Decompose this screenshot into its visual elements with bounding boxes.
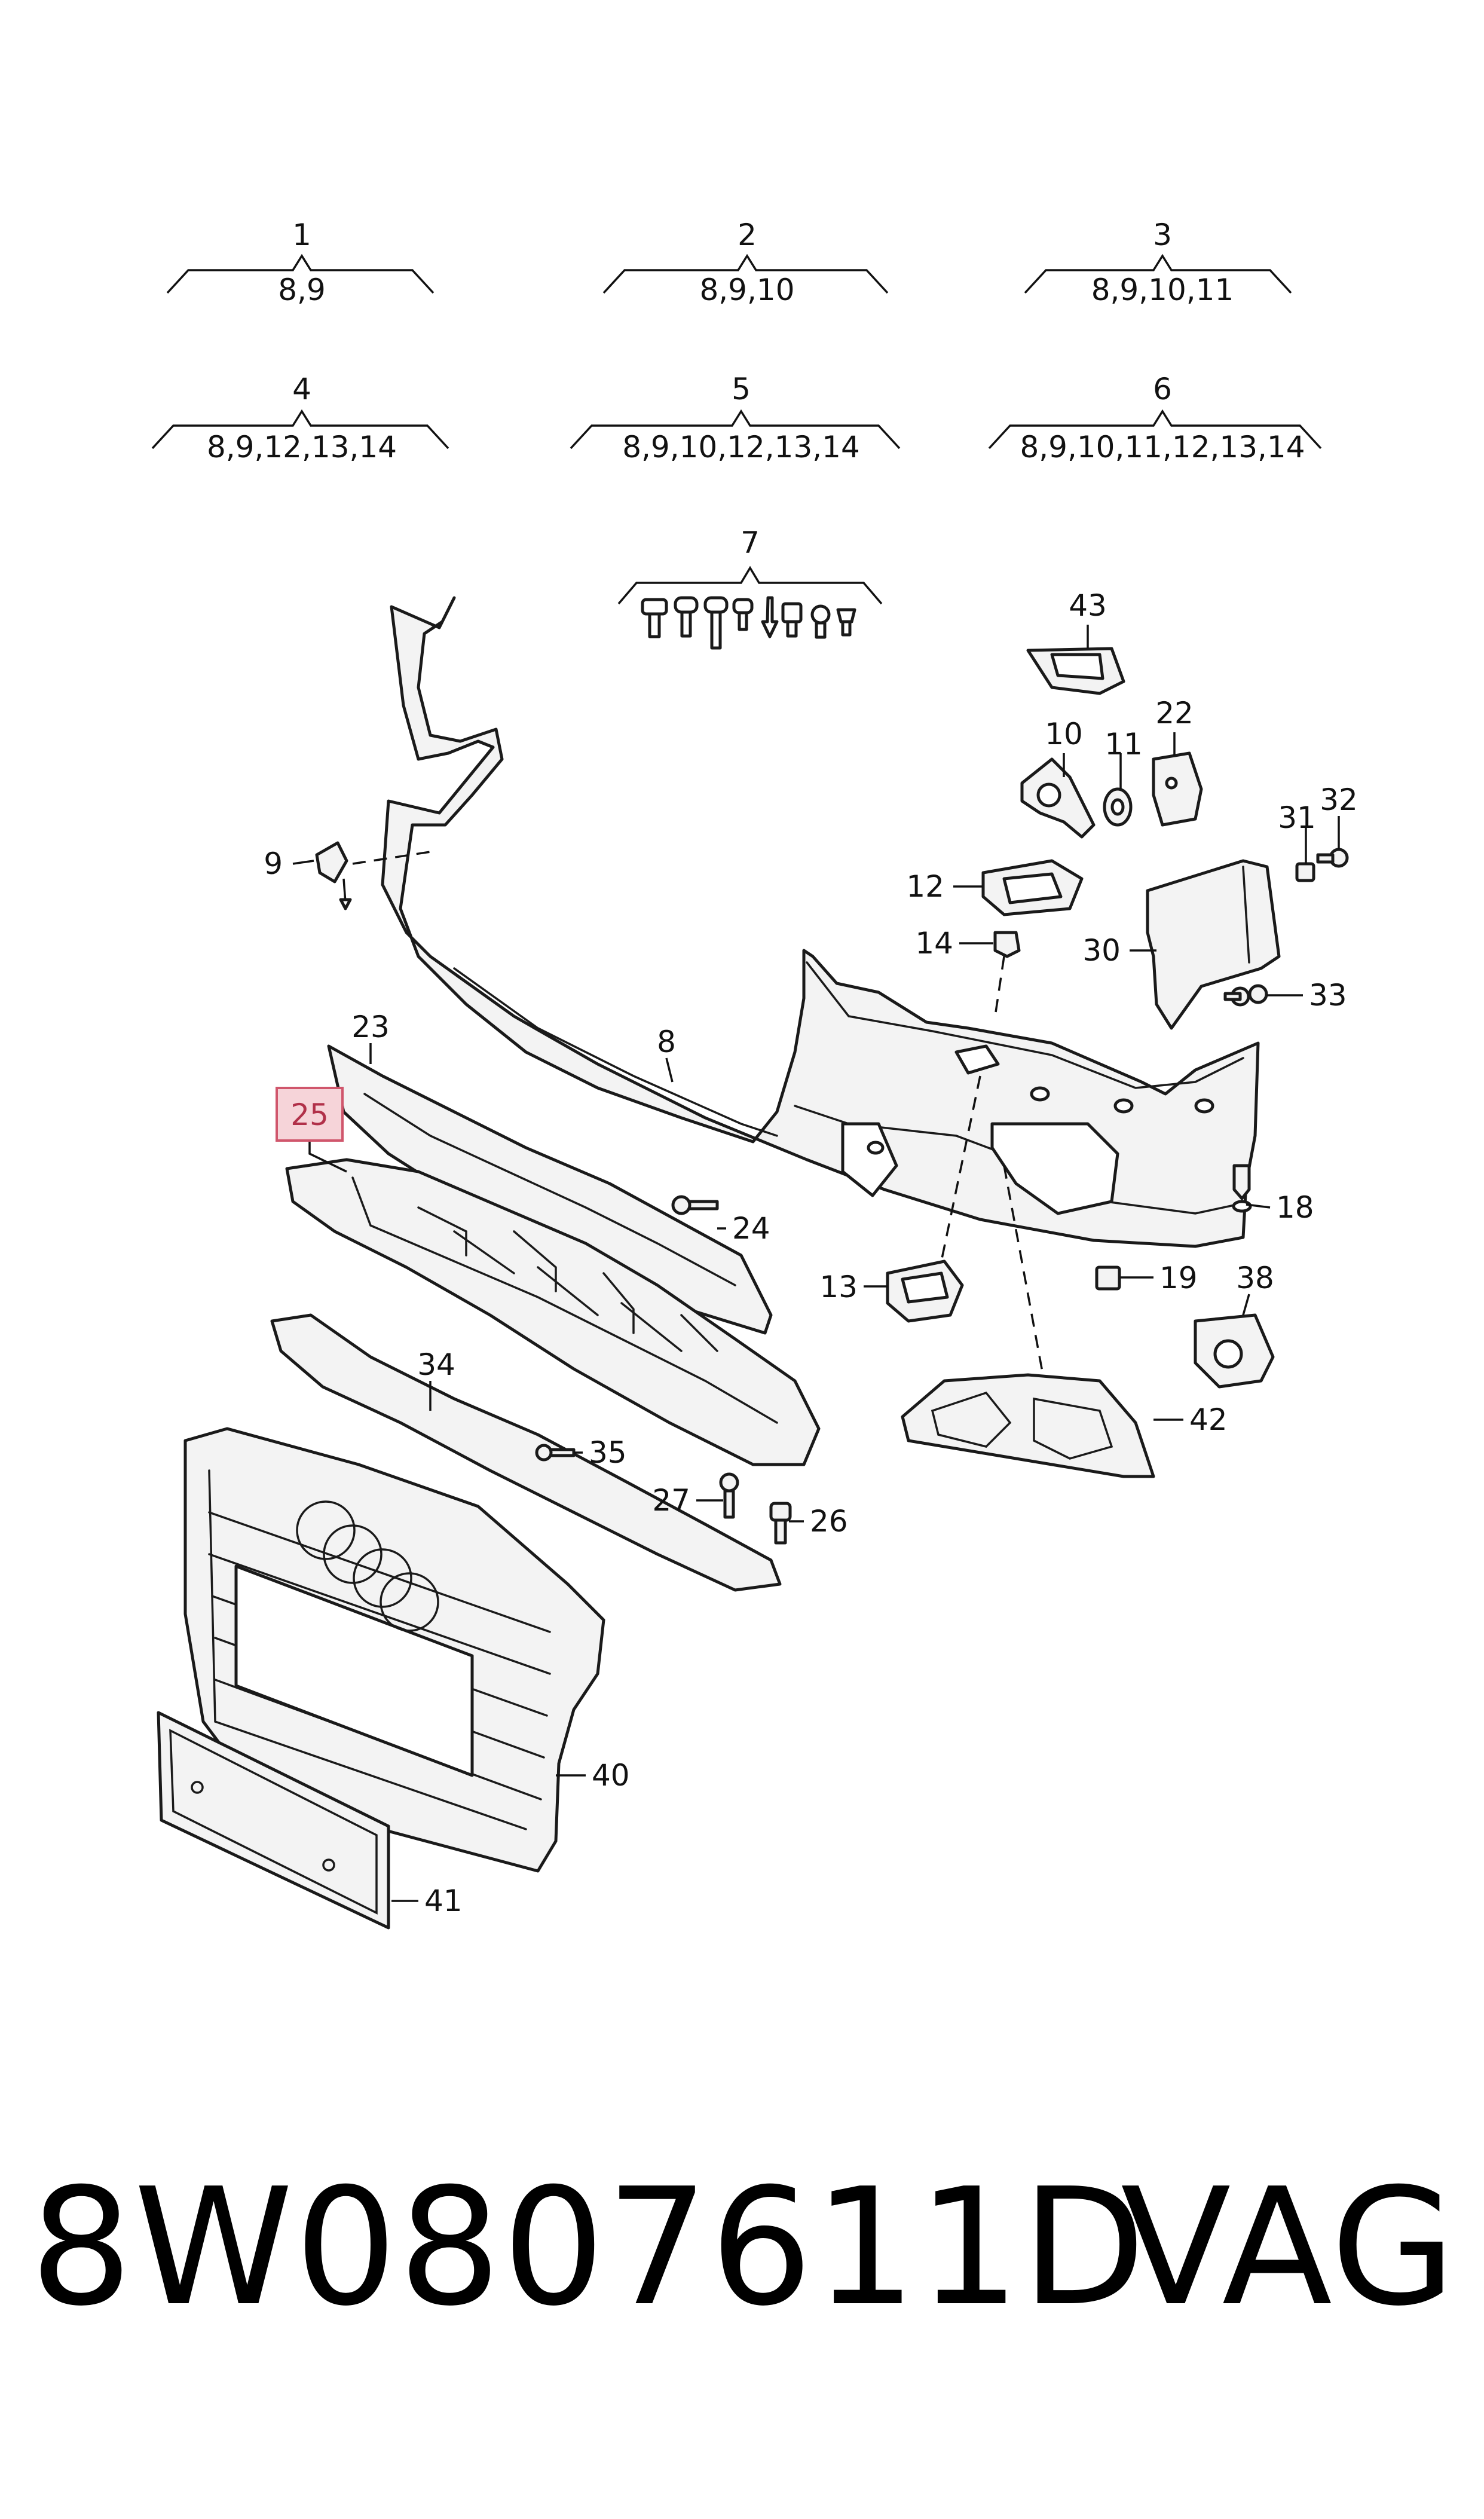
callout-9: 9 [264,846,283,881]
callout-34: 34 [417,1347,455,1382]
highlight-callout-25[interactable]: 25 [276,1087,344,1142]
callout-13: 13 [819,1270,858,1304]
highlight-box [276,1087,344,1142]
callout-33: 33 [1309,978,1347,1013]
kit-7-fastener-set: 7 [617,525,883,650]
clip-18 [1232,1164,1252,1213]
kit-6-number: 6 [1153,372,1172,406]
kit-2: 2 8,9,10 [602,218,889,307]
callout-10: 10 [1045,717,1083,751]
callout-38: 38 [1236,1261,1274,1295]
kit-6: 6 8,9,10,11,12,13,14 [988,372,1322,464]
screw-26 [769,1502,792,1545]
callout-31: 31 [1278,800,1316,835]
kit-6-contents: 8,9,10,11,12,13,14 [1020,430,1305,464]
kit-2-number: 2 [738,218,757,252]
trim-43 [1026,647,1125,695]
kit-4-number: 4 [292,372,311,406]
screw-icons [641,596,856,650]
bracket-38 [1194,1313,1275,1389]
callout-25: 25 [290,1098,329,1132]
callout-23: 23 [351,1010,390,1044]
callout-27: 27 [652,1483,690,1518]
kit-1: 1 8,9 [166,218,435,307]
callout-8: 8 [657,1025,676,1059]
bumper-cover [381,596,1260,1248]
cap-13 [886,1260,964,1323]
callout-35: 35 [589,1435,627,1470]
callout-42: 42 [1189,1402,1228,1437]
chrome-strip [270,1313,782,1592]
part-number: 8W0807611D [30,2153,1148,2341]
screw-32 [1316,848,1349,868]
cap-12 [981,859,1084,916]
clips-33 [1223,984,1268,1007]
kit-1-number: 1 [292,218,311,252]
kit-4-contents: 8,9,12,13,14 [207,430,397,464]
brand-label: VAG [1121,2153,1457,2341]
kit-5-contents: 8,9,10,12,13,14 [622,430,860,464]
bracket-22 [1152,751,1203,827]
clip-14 [993,931,1021,958]
bracket-10 [1020,757,1096,839]
kit-2-contents: 8,9,10 [699,273,794,307]
kit-3-number: 3 [1153,218,1172,252]
callout-11: 11 [1104,727,1143,762]
screw-24 [671,1195,719,1215]
callout-41: 41 [424,1884,463,1918]
kit-4: 4 8,9,12,13,14 [151,372,449,464]
kit-7-number: 7 [741,525,760,560]
callout-12: 12 [906,869,944,904]
callout-14: 14 [915,926,953,961]
grommet-11 [1103,787,1133,827]
kit-3-contents: 8,9,10,11 [1091,273,1234,307]
fog-light-grille [901,1373,1155,1478]
callout-26: 26 [810,1504,848,1539]
callout-30: 30 [1082,933,1121,968]
footer: 8W0807611D VAG [0,2158,1484,2337]
bracket-30 [1146,859,1281,1030]
clip-31 [1295,862,1315,882]
license-plate-holder [157,1711,390,1930]
kit-3: 3 8,9,10,11 [1024,218,1292,307]
screw-27 [719,1472,739,1519]
kit-1-contents: 8,9 [278,273,326,307]
callout-22: 22 [1155,696,1194,730]
kit-5: 5 8,9,10,12,13,14 [570,372,901,464]
callout-18: 18 [1276,1190,1314,1225]
callout-32: 32 [1320,782,1358,817]
clip-19 [1095,1265,1121,1291]
radiator-grille [183,1427,605,1873]
kit-5-number: 5 [732,372,751,406]
bumper-carrier-25 [285,1158,821,1466]
callout-24: 24 [732,1211,770,1246]
tow-cap-9 [315,841,352,910]
callout-40: 40 [592,1758,630,1793]
callout-43: 43 [1069,588,1107,623]
callout-19: 19 [1159,1261,1198,1295]
